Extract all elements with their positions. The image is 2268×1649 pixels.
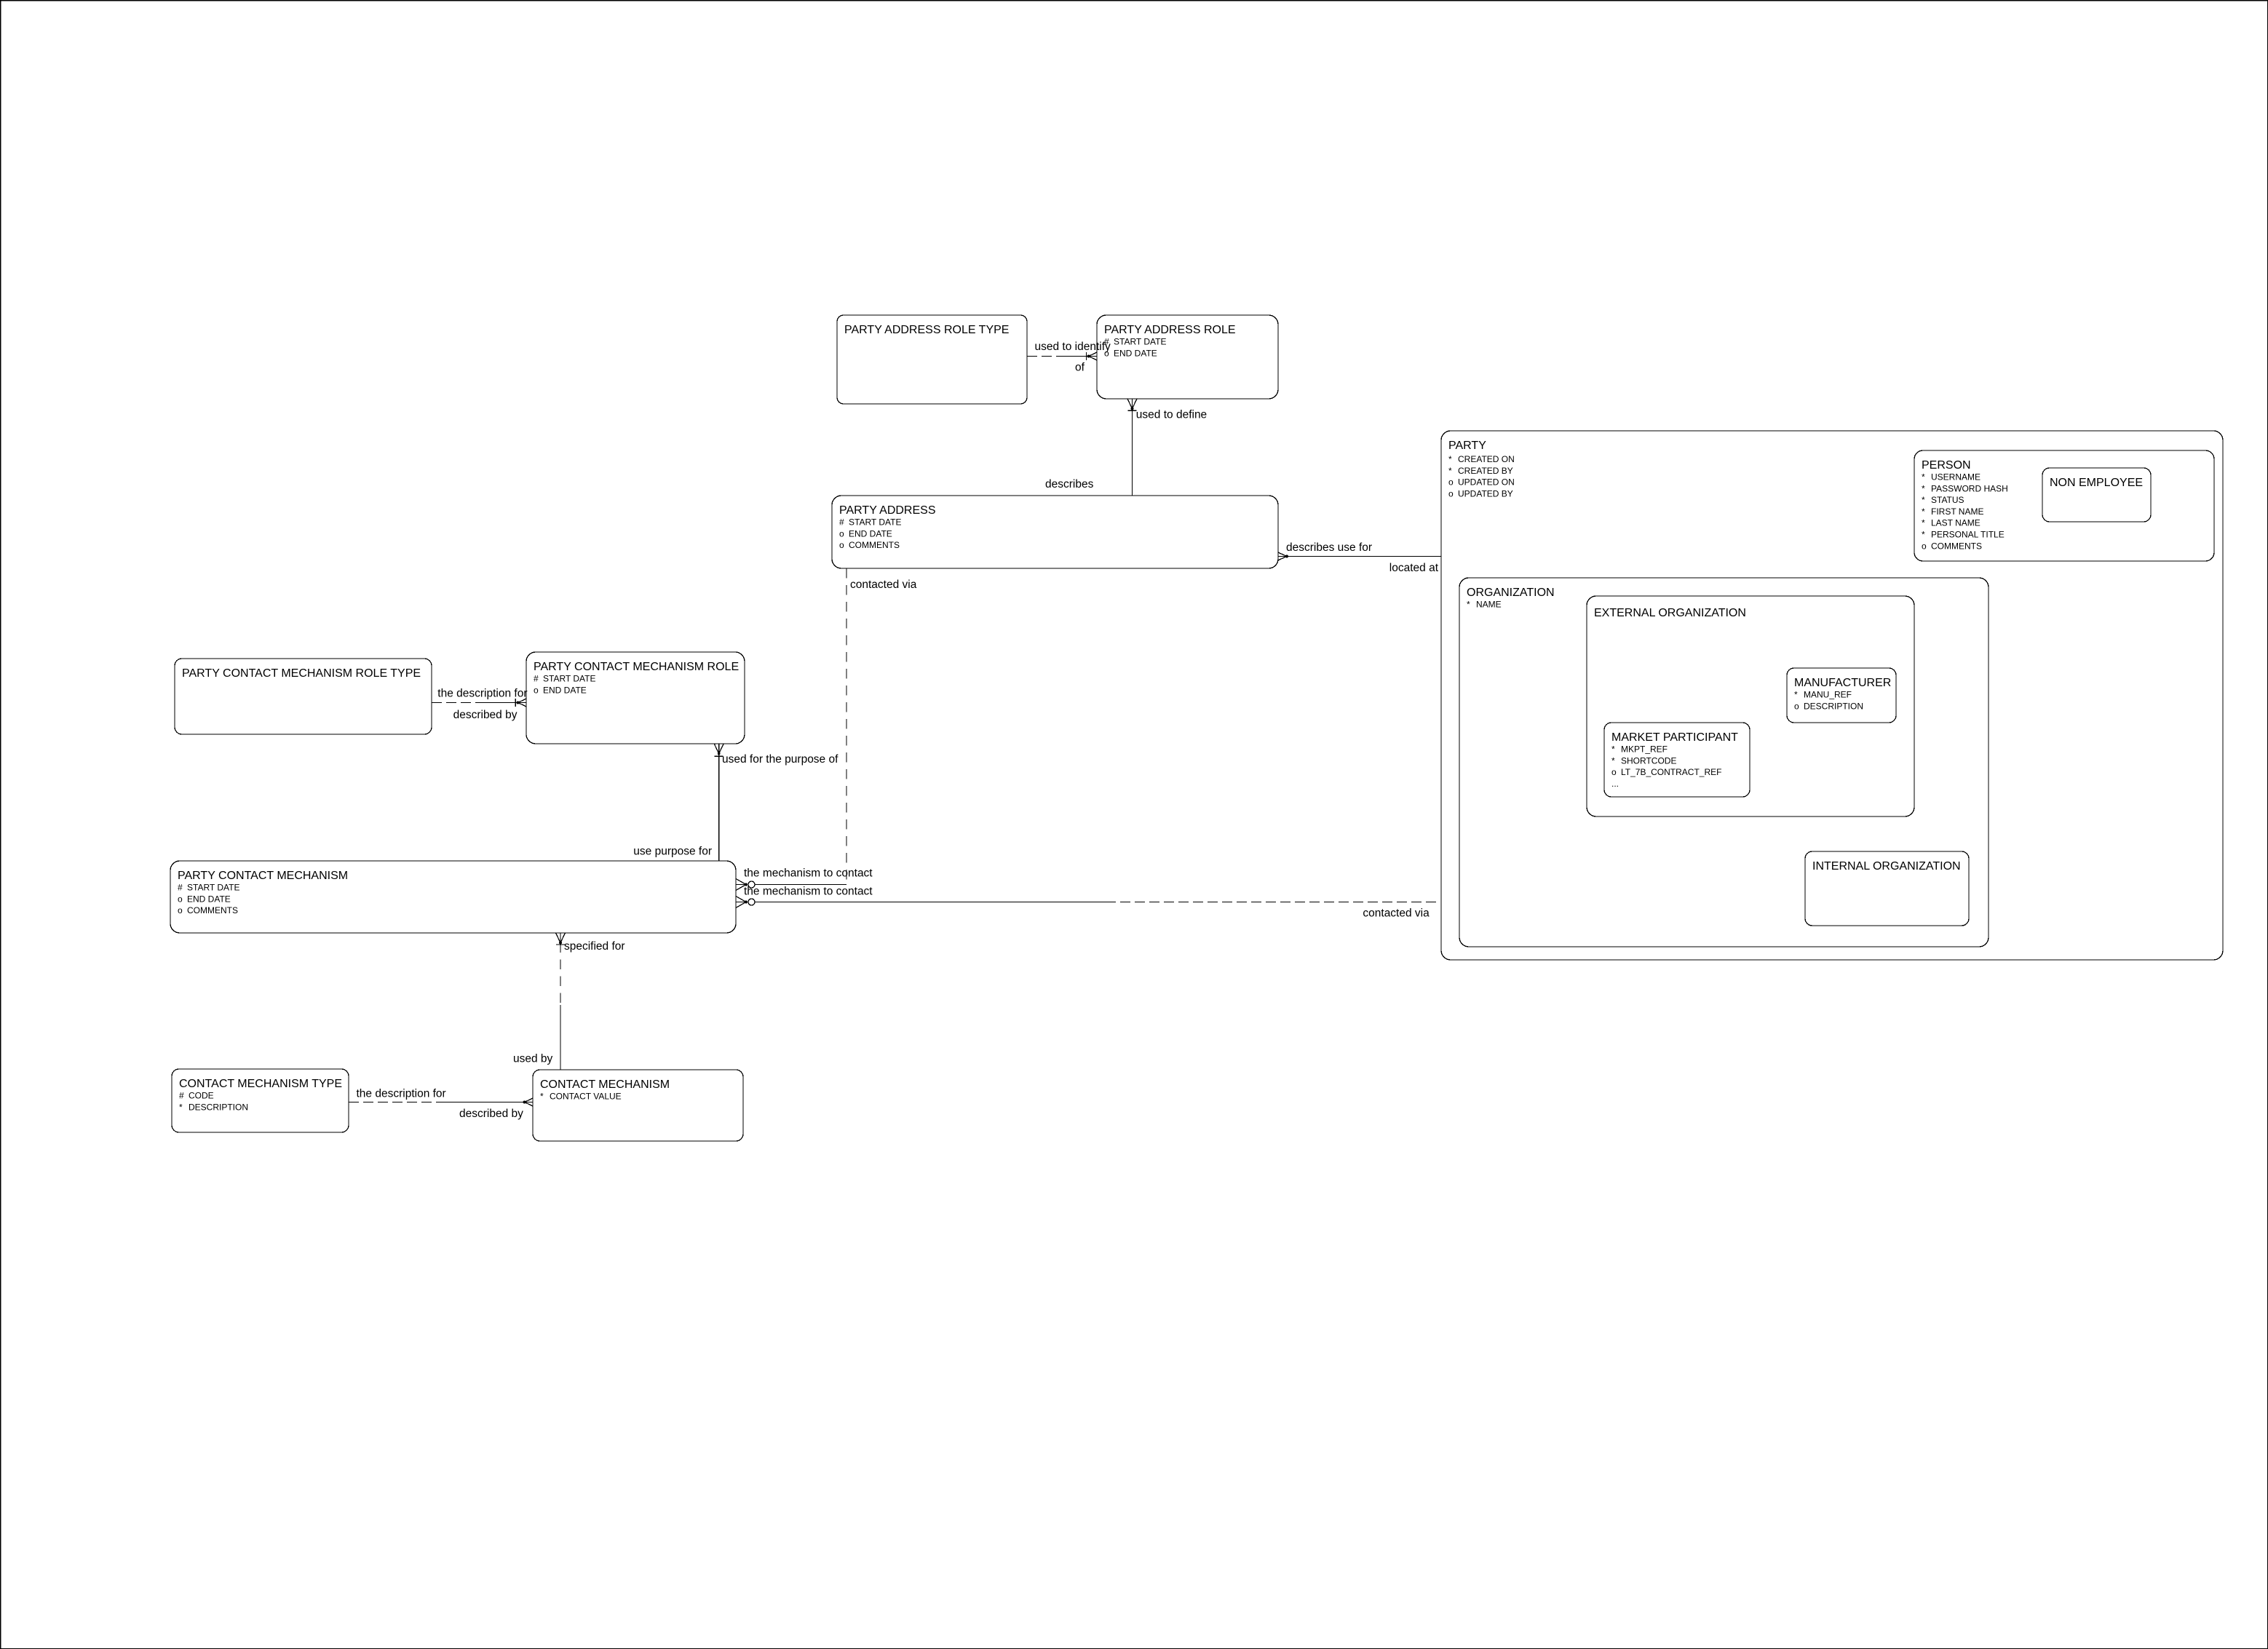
svg-text:*: *: [1794, 690, 1798, 700]
svg-text:o: o: [839, 540, 844, 550]
svg-text:END DATE: END DATE: [849, 528, 892, 539]
svg-text:use purpose for: use purpose for: [633, 845, 712, 857]
svg-text:PARTY: PARTY: [1448, 440, 1486, 452]
svg-text:CONTACT MECHANISM TYPE: CONTACT MECHANISM TYPE: [179, 1078, 342, 1090]
svg-text:contacted via: contacted via: [850, 579, 917, 591]
svg-text:used by: used by: [513, 1053, 553, 1065]
svg-text:the description for: the description for: [357, 1088, 446, 1100]
svg-text:CREATED BY: CREATED BY: [1458, 466, 1513, 476]
svg-text:PARTY CONTACT MECHANISM ROLE: PARTY CONTACT MECHANISM ROLE: [534, 661, 739, 673]
svg-text:CONTACT VALUE: CONTACT VALUE: [550, 1092, 622, 1102]
svg-text:o: o: [1922, 541, 1927, 551]
svg-text:FIRST NAME: FIRST NAME: [1931, 506, 1983, 517]
svg-text:USERNAME: USERNAME: [1931, 472, 1980, 482]
svg-text:o: o: [1794, 701, 1799, 711]
svg-text:COMMENTS: COMMENTS: [849, 540, 900, 550]
svg-text:located at: located at: [1389, 562, 1439, 574]
svg-text:END DATE: END DATE: [1114, 348, 1157, 358]
svg-text:*: *: [1922, 518, 1925, 528]
svg-text:START DATE: START DATE: [1114, 337, 1166, 347]
svg-text:MKPT_REF: MKPT_REF: [1621, 744, 1668, 755]
svg-text:*: *: [1922, 506, 1925, 517]
svg-text:contacted via: contacted via: [1363, 907, 1430, 920]
svg-text:PARTY CONTACT MECHANISM ROLE T: PARTY CONTACT MECHANISM ROLE TYPE: [182, 667, 421, 680]
svg-text:UPDATED BY: UPDATED BY: [1458, 488, 1513, 498]
svg-text:o: o: [839, 528, 844, 539]
svg-text:used to identify: used to identify: [1035, 341, 1111, 353]
svg-text:o: o: [1448, 488, 1454, 498]
svg-text:the description for: the description for: [437, 688, 527, 700]
svg-text:used to define: used to define: [1136, 408, 1207, 421]
svg-text:UPDATED ON: UPDATED ON: [1458, 477, 1515, 488]
svg-text:...: ...: [1611, 779, 1619, 789]
svg-text:o: o: [534, 685, 539, 695]
svg-text:PARTY ADDRESS: PARTY ADDRESS: [839, 504, 936, 517]
svg-text:STATUS: STATUS: [1931, 495, 1964, 505]
svg-text:EXTERNAL ORGANIZATION: EXTERNAL ORGANIZATION: [1594, 607, 1746, 619]
svg-text:o: o: [178, 905, 183, 915]
svg-text:MANUFACTURER: MANUFACTURER: [1794, 677, 1891, 689]
svg-text:of: of: [1075, 362, 1085, 374]
svg-text:START DATE: START DATE: [849, 517, 901, 528]
svg-text:NAME: NAME: [1476, 600, 1502, 610]
svg-text:END DATE: END DATE: [187, 894, 231, 904]
svg-text:PASSWORD HASH: PASSWORD HASH: [1931, 483, 2008, 493]
svg-text:#: #: [839, 517, 844, 528]
svg-text:*: *: [179, 1102, 183, 1112]
svg-text:END DATE: END DATE: [543, 685, 587, 695]
svg-text:*: *: [1922, 495, 1925, 505]
svg-text:o: o: [1611, 767, 1617, 777]
svg-text:*: *: [1611, 755, 1615, 766]
svg-text:PARTY CONTACT MECHANISM: PARTY CONTACT MECHANISM: [178, 870, 348, 882]
svg-text:described by: described by: [459, 1108, 523, 1120]
svg-text:#: #: [1104, 337, 1109, 347]
svg-text:used for the purpose of: used for the purpose of: [722, 753, 838, 766]
svg-text:specified for: specified for: [564, 940, 625, 953]
svg-text:ORGANIZATION: ORGANIZATION: [1467, 587, 1555, 599]
svg-text:PARTY ADDRESS ROLE: PARTY ADDRESS ROLE: [1104, 324, 1236, 336]
svg-text:*: *: [1611, 744, 1615, 755]
svg-text:o: o: [178, 894, 183, 904]
svg-text:CODE: CODE: [189, 1091, 214, 1101]
svg-text:LT_7B_CONTRACT_REF: LT_7B_CONTRACT_REF: [1621, 767, 1721, 777]
svg-text:*: *: [1467, 600, 1470, 610]
svg-text:COMMENTS: COMMENTS: [187, 905, 238, 915]
svg-text:the mechanism to contact: the mechanism to contact: [744, 886, 873, 898]
svg-text:NON EMPLOYEE: NON EMPLOYEE: [2050, 477, 2143, 489]
svg-text:START DATE: START DATE: [543, 674, 595, 684]
svg-text:SHORTCODE: SHORTCODE: [1621, 755, 1676, 766]
svg-text:COMMENTS: COMMENTS: [1931, 541, 1982, 551]
svg-text:PARTY ADDRESS ROLE TYPE: PARTY ADDRESS ROLE TYPE: [844, 324, 1009, 336]
svg-text:LAST NAME: LAST NAME: [1931, 518, 1980, 528]
svg-text:o: o: [1104, 348, 1109, 358]
svg-text:PERSONAL TITLE: PERSONAL TITLE: [1931, 530, 2005, 540]
svg-text:INTERNAL ORGANIZATION: INTERNAL ORGANIZATION: [1812, 860, 1961, 873]
svg-text:CONTACT MECHANISM: CONTACT MECHANISM: [540, 1078, 670, 1091]
svg-text:MARKET PARTICIPANT: MARKET PARTICIPANT: [1611, 731, 1738, 744]
svg-text:*: *: [540, 1092, 544, 1102]
svg-text:describes use for: describes use for: [1286, 541, 1372, 554]
svg-text:#: #: [534, 674, 539, 684]
svg-text:*: *: [1448, 466, 1452, 476]
svg-text:MANU_REF: MANU_REF: [1804, 690, 1852, 700]
svg-text:#: #: [179, 1091, 184, 1101]
svg-text:START DATE: START DATE: [187, 883, 239, 893]
svg-text:*: *: [1922, 483, 1925, 493]
svg-text:the mechanism to contact: the mechanism to contact: [744, 867, 873, 880]
svg-text:describes: describes: [1045, 478, 1094, 490]
svg-text:#: #: [178, 883, 183, 893]
svg-text:o: o: [1448, 477, 1454, 488]
svg-text:*: *: [1922, 472, 1925, 482]
svg-text:DESCRIPTION: DESCRIPTION: [1804, 701, 1863, 711]
svg-text:*: *: [1448, 454, 1452, 464]
svg-text:CREATED ON: CREATED ON: [1458, 454, 1515, 464]
svg-text:DESCRIPTION: DESCRIPTION: [189, 1102, 248, 1112]
svg-text:described by: described by: [453, 709, 518, 721]
svg-text:PERSON: PERSON: [1922, 459, 1971, 472]
svg-text:*: *: [1922, 530, 1925, 540]
